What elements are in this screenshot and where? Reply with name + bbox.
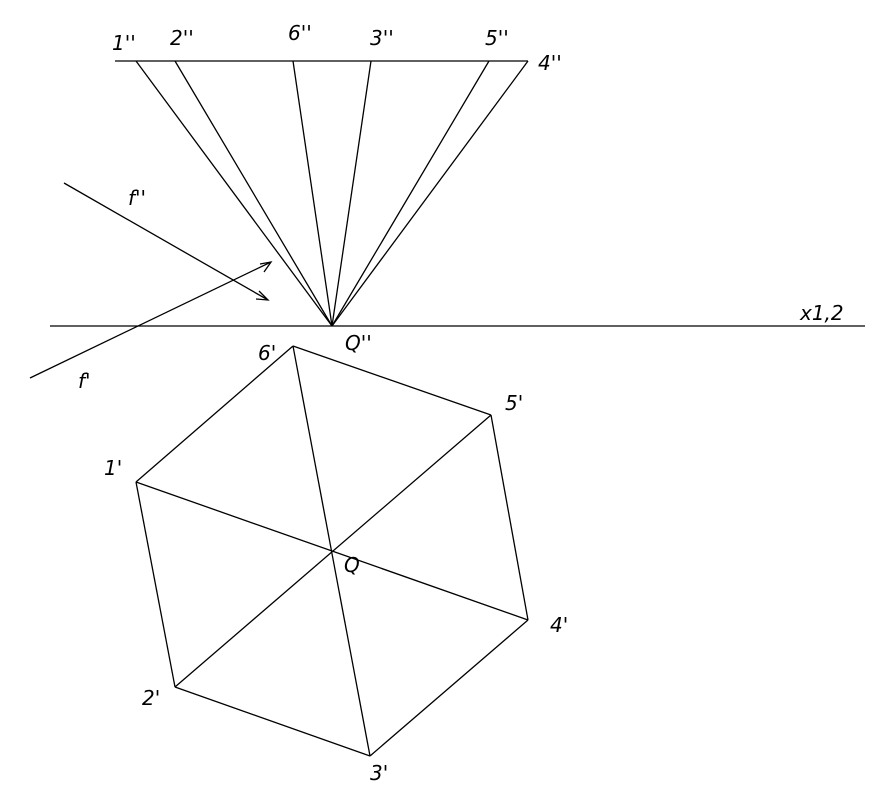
diagonal-2-5	[174, 414, 492, 688]
label-1pp: 1''	[112, 31, 136, 55]
projector-line-6	[292, 60, 333, 327]
label-2p: 2'	[142, 686, 160, 710]
top-trace-label: f'	[78, 369, 91, 393]
label-6p: 6'	[258, 341, 276, 365]
top-trace-arrowhead	[259, 261, 273, 273]
label-4p: 4'	[550, 613, 568, 637]
hexagon-edge-4-5	[490, 414, 529, 621]
diagonal-6-3	[292, 345, 371, 757]
hexagon-edge-2-3	[174, 686, 371, 757]
hexagon-edge-3-4	[369, 619, 529, 757]
front-view	[115, 60, 529, 327]
top-view-hexagon	[135, 345, 529, 757]
projector-line-4	[331, 60, 529, 327]
label-Q: Q	[344, 553, 360, 577]
front-trace-label: f''	[128, 186, 146, 210]
front-trace-arrowhead	[255, 290, 270, 301]
projector-line-5	[331, 60, 490, 327]
projector-line-2	[174, 60, 333, 327]
front-trace-line	[63, 182, 269, 301]
label-5p: 5'	[505, 391, 523, 415]
label-6pp: 6''	[288, 21, 312, 45]
projector-line-3	[331, 60, 372, 327]
label-3p: 3'	[370, 761, 388, 785]
hexagon-edge-5-6	[292, 345, 492, 416]
label-3pp: 3''	[370, 26, 394, 50]
label-Qpp: Q''	[345, 331, 372, 355]
hexagon-edge-1-2	[135, 481, 176, 688]
x-axis-label: x1,2	[799, 301, 844, 325]
label-1p: 1'	[104, 456, 122, 480]
projector-line-1	[135, 60, 333, 327]
top-trace-line	[29, 261, 272, 379]
hexagon-edge-6-1	[135, 345, 294, 483]
label-4pp: 4''	[538, 51, 562, 75]
label-5pp: 5''	[485, 26, 509, 50]
label-2pp: 2''	[170, 26, 194, 50]
